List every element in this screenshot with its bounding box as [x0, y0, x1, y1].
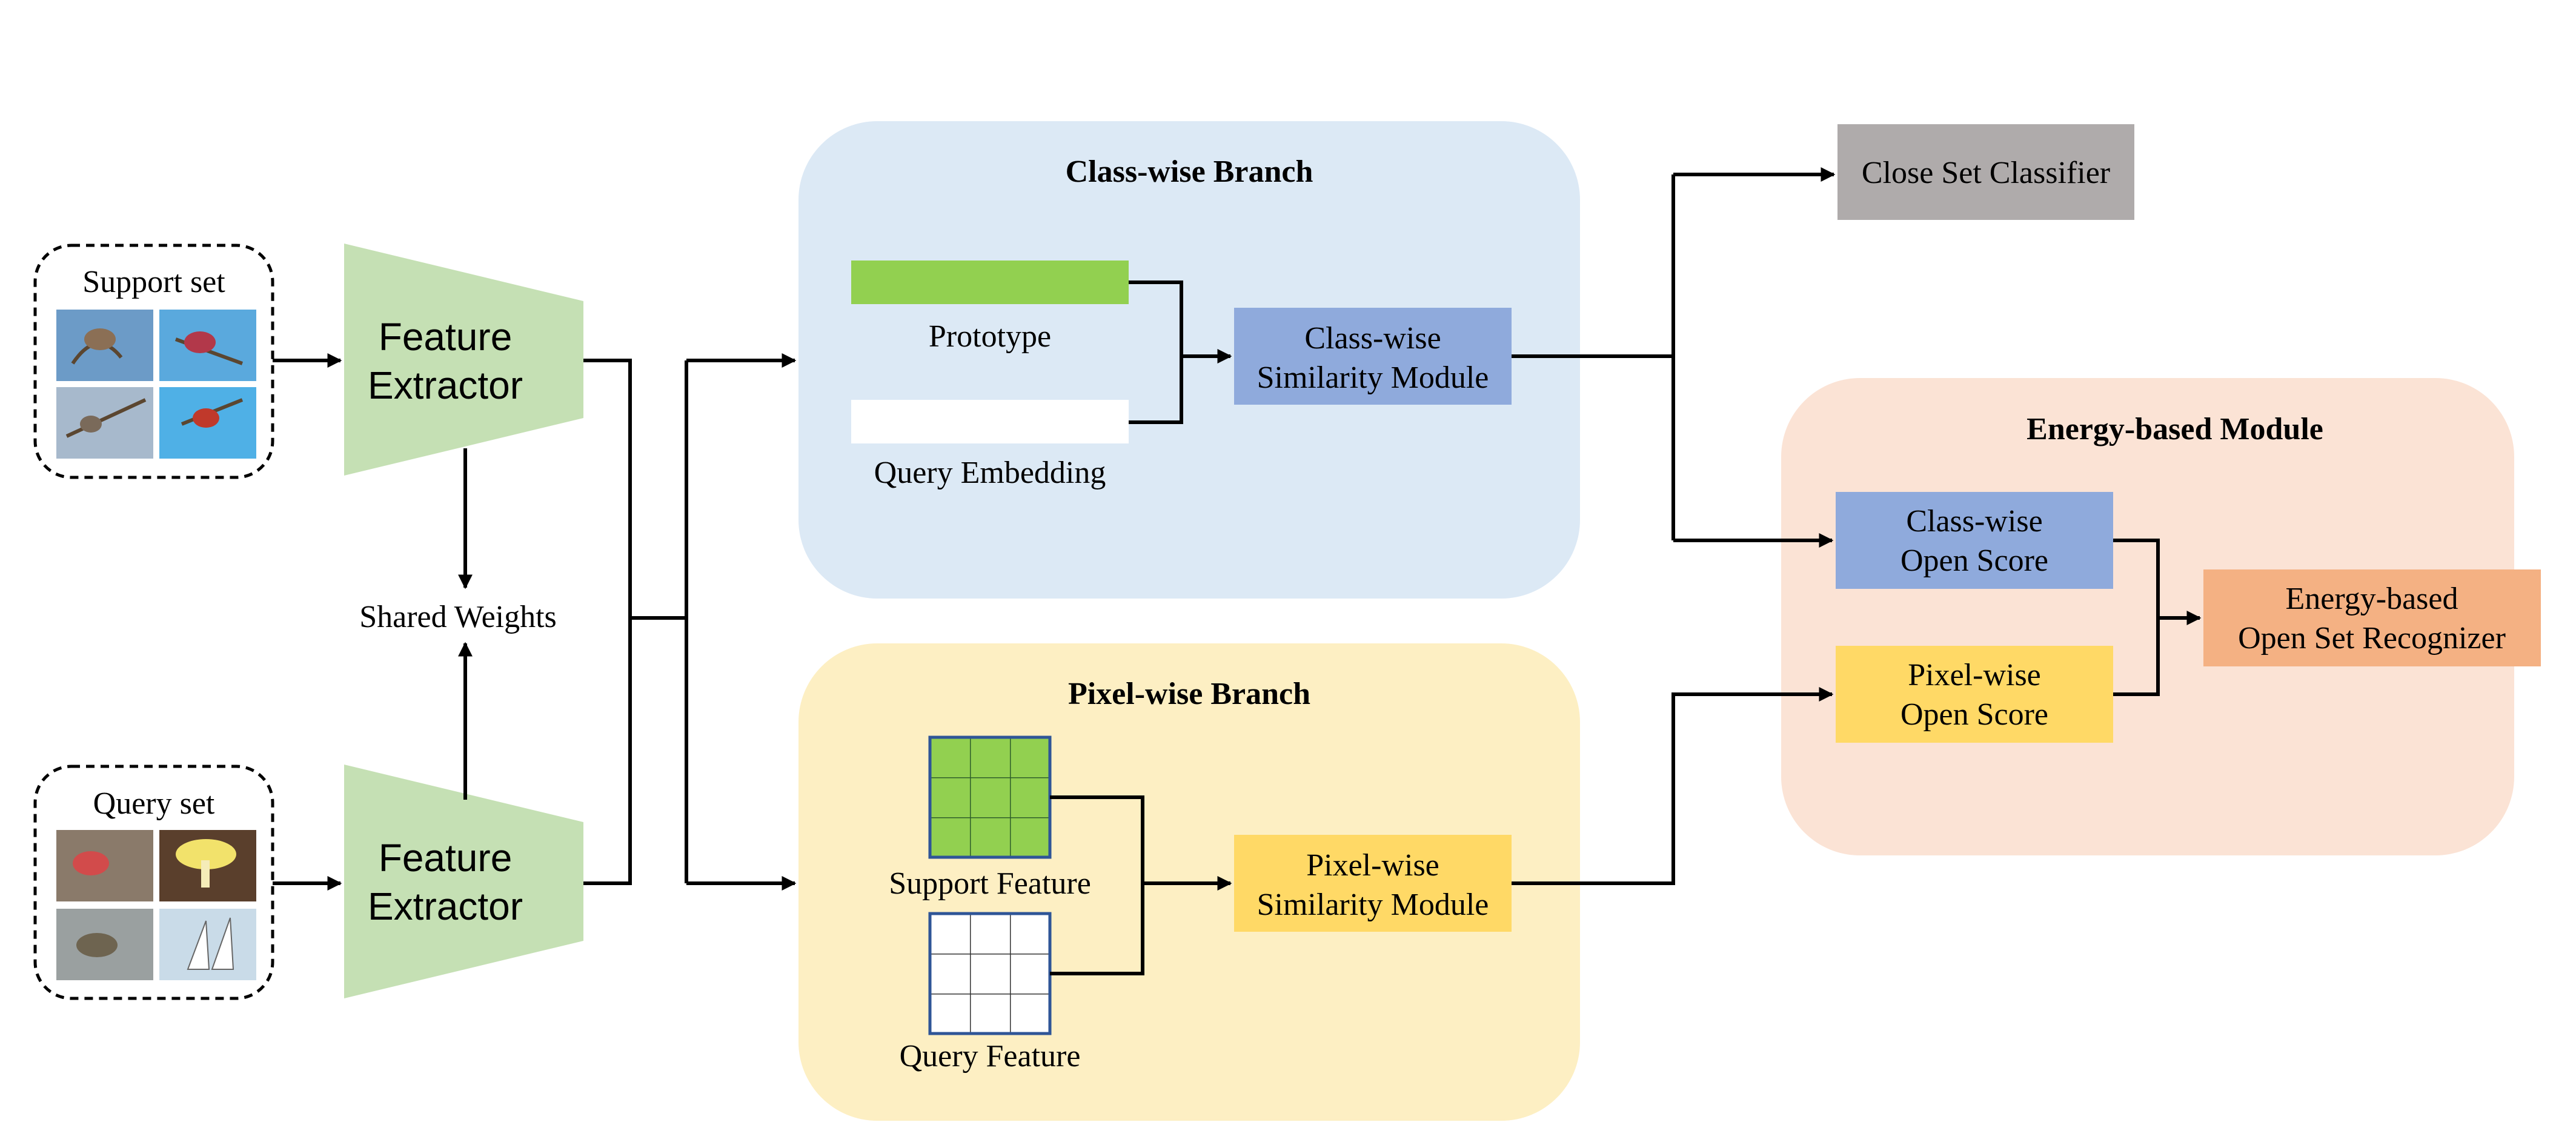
support-image-grid — [56, 310, 256, 459]
bird-photo — [56, 387, 153, 459]
pixel-wise-open-score-label-2: Open Score — [1900, 697, 2048, 732]
feature-extractor-bottom-label-2: Extractor — [368, 884, 523, 928]
query-feature-label: Query Feature — [900, 1039, 1081, 1074]
pixel-wise-open-score — [1836, 646, 2113, 743]
pixel-wise-similarity-module — [1234, 835, 1512, 932]
query-embedding-label: Query Embedding — [874, 456, 1106, 490]
class-wise-open-score — [1836, 492, 2113, 589]
support-feature-label: Support Feature — [889, 866, 1091, 901]
energy-recognizer-label-2: Open Set Recognizer — [2238, 621, 2506, 655]
energy-based-open-set-recognizer — [2203, 569, 2541, 666]
energy-recognizer-label-1: Energy-based — [2286, 582, 2458, 616]
class-wise-similarity-module — [1234, 308, 1512, 405]
prototype-label: Prototype — [929, 319, 1051, 354]
support-set-label: Support set — [82, 265, 225, 299]
feature-extractor-top-label-2: Extractor — [368, 363, 523, 407]
query-image-grid — [56, 830, 256, 980]
shared-weights-label: Shared Weights — [359, 600, 557, 634]
feature-extractor-top — [344, 244, 583, 476]
connectors — [273, 167, 2202, 975]
pixel-wise-open-score-label-1: Pixel-wise — [1908, 658, 2041, 692]
prototype-bar — [851, 261, 1129, 304]
class-wise-branch-title: Class-wise Branch — [1066, 154, 1313, 189]
support-feature-grid — [928, 735, 1052, 859]
pixel-wise-similarity-label-2: Similarity Module — [1257, 888, 1489, 922]
class-wise-similarity-label-2: Similarity Module — [1257, 360, 1489, 395]
class-wise-open-score-label-2: Open Score — [1900, 543, 2048, 578]
close-set-classifier — [1837, 124, 2134, 220]
feature-extractor-bottom — [344, 765, 583, 998]
query-feature-grid — [928, 912, 1052, 1035]
query-set-label: Query set — [93, 786, 215, 821]
class-wise-branch-panel — [798, 121, 1580, 599]
class-wise-similarity-label-1: Class-wise — [1304, 321, 1441, 356]
close-set-classifier-label: Close Set Classifier — [1862, 156, 2110, 190]
pixel-wise-similarity-label-1: Pixel-wise — [1306, 848, 1439, 883]
energy-based-module-title: Energy-based Module — [2027, 412, 2323, 446]
query-embedding-bar — [851, 400, 1129, 443]
pixel-wise-branch-title: Pixel-wise Branch — [1068, 677, 1310, 711]
feature-extractor-top-label-1: Feature — [379, 315, 513, 359]
class-wise-open-score-label-1: Class-wise — [1906, 504, 2042, 539]
feature-extractor-bottom-label-1: Feature — [379, 836, 513, 880]
